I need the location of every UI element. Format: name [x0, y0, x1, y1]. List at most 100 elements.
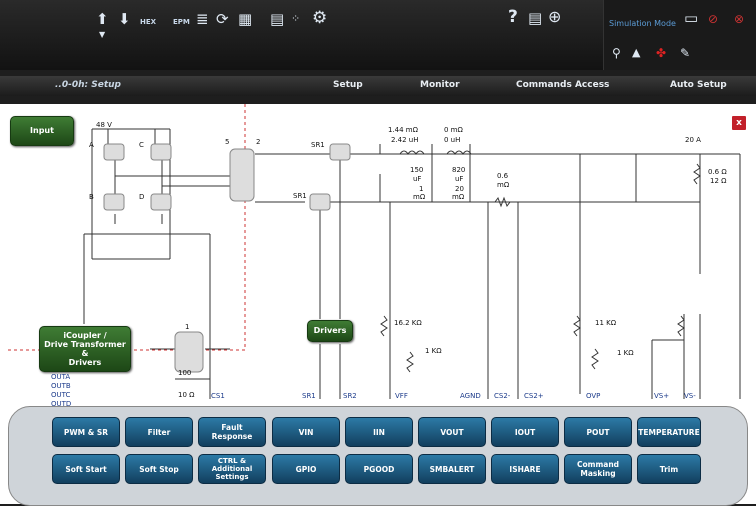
nav-monitor[interactable]: Monitor: [420, 80, 460, 90]
l1-inductance-label: 2.42 uH: [391, 136, 419, 144]
hex-button[interactable]: HEX: [140, 18, 157, 26]
filter-button[interactable]: Filter: [125, 417, 193, 447]
close-button[interactable]: x: [731, 115, 747, 131]
pwm-sr-button[interactable]: PWM & SR: [52, 417, 120, 447]
globe-icon[interactable]: ⊕: [548, 7, 562, 26]
pin-outb: OUTB: [51, 382, 71, 390]
vout-button[interactable]: VOUT: [418, 417, 486, 447]
turns-secondary-label: 2: [256, 138, 261, 146]
computer-icon[interactable]: ▭: [684, 9, 699, 27]
c2-esr-label: 20: [455, 185, 464, 193]
pin-outc: OUTC: [51, 391, 71, 399]
waveform-icon[interactable]: ▲: [632, 46, 641, 59]
c1-esr-label: 1: [419, 185, 424, 193]
ishare-button[interactable]: ISHARE: [491, 454, 559, 484]
simulation-mode-label: Simulation Mode: [609, 19, 676, 28]
link-off-icon[interactable]: ⊗: [734, 12, 745, 26]
pin-sr1: SR1: [302, 392, 316, 400]
input-block[interactable]: Input: [10, 116, 74, 146]
pin-vs-plus: VS+: [654, 392, 670, 400]
ovp-resistor-2-label: 1 KΩ: [617, 349, 634, 357]
trim-button[interactable]: Trim: [637, 454, 701, 484]
pin-agnd: AGND: [460, 392, 481, 400]
pin-cs2-plus: CS2+: [524, 392, 544, 400]
dropdown-arrow-icon[interactable]: ▼: [99, 30, 106, 39]
switch-d-label: D: [139, 193, 145, 201]
gear-icon[interactable]: ⚙: [312, 8, 328, 28]
download-icon[interactable]: ⬇: [118, 10, 131, 28]
function-button-panel: PWM & SR Filter Fault Response VIN IIN V…: [8, 406, 748, 506]
iin-button[interactable]: IIN: [345, 417, 413, 447]
binary-icon[interactable]: ⁘: [291, 12, 301, 25]
temperature-button[interactable]: TEMPERATURE: [637, 417, 701, 447]
drivers-block[interactable]: Drivers: [307, 320, 353, 342]
l2-resistance-label: 0 mΩ: [444, 126, 463, 134]
pencil-icon[interactable]: ✎: [680, 46, 691, 60]
switch-c-label: C: [139, 141, 144, 149]
c2-unit-label: uF: [455, 175, 464, 183]
shunt-unit-label: mΩ: [497, 181, 510, 189]
toolbar: ⬆ ▼ ⬇ HEX EPM ≣ ⟳ ▦ ▤ ⁘ ⚙ ? ▤ ⊕ Simulati…: [0, 0, 756, 70]
disconnect-icon[interactable]: ⊘: [708, 12, 719, 26]
grid-icon[interactable]: ▦: [238, 10, 253, 28]
search-icon[interactable]: ⚲: [612, 46, 621, 60]
soft-start-button[interactable]: Soft Start: [52, 454, 120, 484]
calculator-icon[interactable]: ▤: [270, 10, 285, 28]
load-r1-label: 0.6 Ω: [708, 168, 727, 176]
breadcrumb: ..0-0h: Setup: [55, 80, 121, 90]
soft-stop-button[interactable]: Soft Stop: [125, 454, 193, 484]
turns-primary-label: 5: [225, 138, 230, 146]
fault-response-button[interactable]: Fault Response: [198, 417, 266, 447]
nav-commands-access[interactable]: Commands Access: [516, 80, 610, 90]
pin-outd: OUTD: [51, 400, 72, 408]
iout-button[interactable]: IOUT: [491, 417, 559, 447]
vin-button[interactable]: VIN: [272, 417, 340, 447]
upload-icon[interactable]: ⬆: [96, 10, 109, 28]
shunt-value-label: 0.6: [497, 172, 509, 180]
ctrl-settings-button[interactable]: CTRL & Additional Settings: [198, 454, 266, 484]
schematic-diagram: [8, 104, 741, 399]
pin-sr2: SR2: [343, 392, 357, 400]
vff-resistor-label: 16.2 KΩ: [394, 319, 422, 327]
cs-resistor-label: 100: [178, 369, 192, 377]
pout-button[interactable]: POUT: [564, 417, 632, 447]
document-icon[interactable]: ▤: [528, 9, 543, 27]
ovp-resistor-1-label: 11 KΩ: [595, 319, 617, 327]
pin-vff: VFF: [395, 392, 408, 400]
gpio-button[interactable]: GPIO: [272, 454, 340, 484]
cs-series-resistor-label: 10 Ω: [178, 391, 195, 399]
epm-button[interactable]: EPM: [173, 18, 190, 26]
stack-icon[interactable]: ≣: [196, 10, 209, 28]
icoupler-block[interactable]: iCoupler / Drive Transformer & Drivers: [39, 326, 131, 372]
nav-bar: ..0-0h: Setup Setup Monitor Commands Acc…: [0, 76, 756, 96]
drive-transformer-ratio-label: 1: [185, 323, 190, 331]
sr1-bottom-label: SR1: [293, 192, 307, 200]
switch-b-label: B: [89, 193, 94, 201]
refresh-icon[interactable]: ⟳: [216, 10, 229, 28]
load-r2-label: 12 Ω: [710, 177, 727, 185]
pin-cs1: CS1: [211, 392, 225, 400]
switch-a-label: A: [89, 141, 94, 149]
nav-auto-setup[interactable]: Auto Setup: [670, 80, 727, 90]
pin-ovp: OVP: [586, 392, 601, 400]
l1-resistance-label: 1.44 mΩ: [388, 126, 418, 134]
command-masking-button[interactable]: Command Masking: [564, 454, 632, 484]
smbalert-button[interactable]: SMBALERT: [418, 454, 486, 484]
fan-icon[interactable]: ✤: [656, 46, 667, 60]
l2-inductance-label: 0 uH: [444, 136, 461, 144]
sr1-top-label: SR1: [311, 141, 325, 149]
c2-esr-unit-label: mΩ: [452, 193, 465, 201]
input-voltage-label: 48 V: [96, 121, 112, 129]
c1-unit-label: uF: [413, 175, 422, 183]
c1-esr-unit-label: mΩ: [413, 193, 426, 201]
help-icon[interactable]: ?: [508, 7, 518, 27]
simulation-panel: Simulation Mode ▭ ⊘ ⊗ ⚲ ▲ ✤ ✎: [603, 0, 756, 70]
agnd-resistor-label: 1 KΩ: [425, 347, 442, 355]
pgood-button[interactable]: PGOOD: [345, 454, 413, 484]
c1-value-label: 150: [410, 166, 424, 174]
pin-cs2-minus: CS2-: [494, 392, 511, 400]
nav-setup[interactable]: Setup: [333, 80, 363, 90]
c2-value-label: 820: [452, 166, 466, 174]
pin-vs-minus: VS-: [684, 392, 696, 400]
pin-outa: OUTA: [51, 373, 71, 381]
